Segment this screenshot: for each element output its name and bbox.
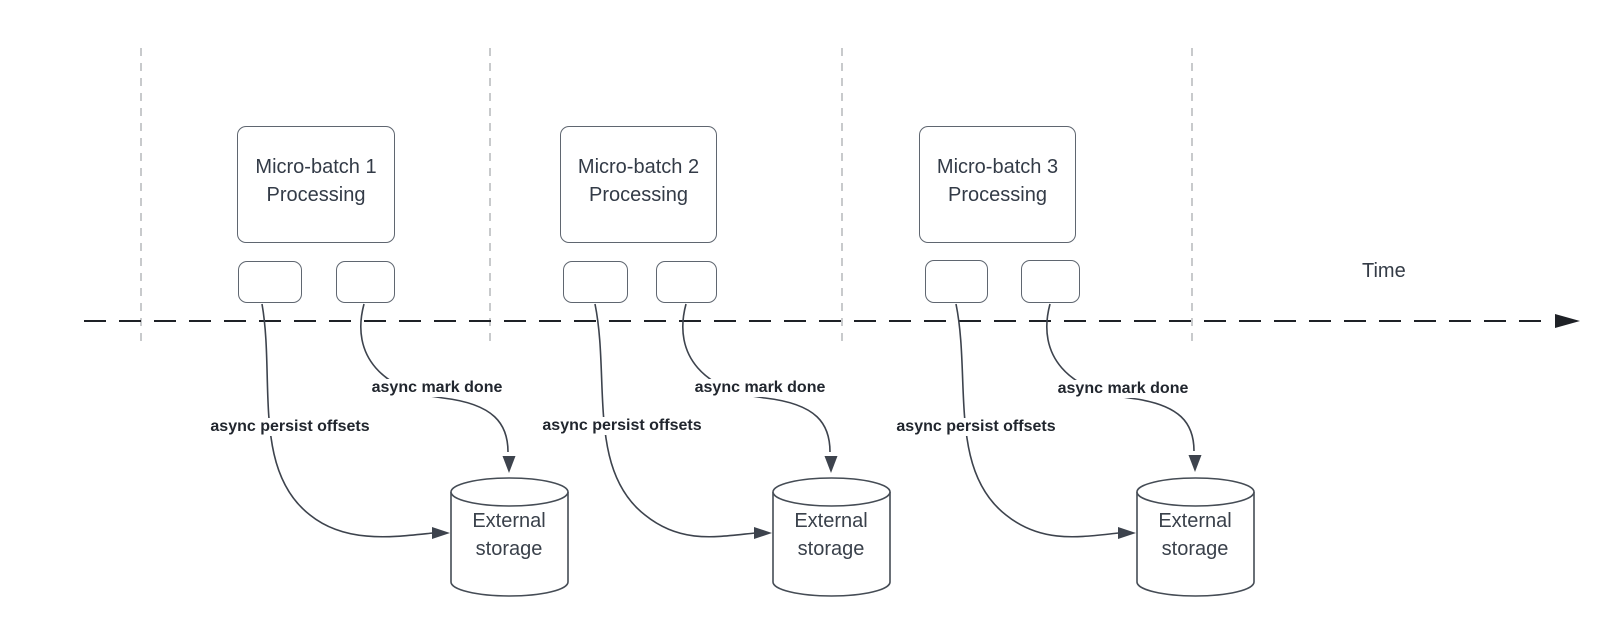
mark-done-arrow-1 [360, 303, 509, 453]
mark-done-task-box-3 [1021, 260, 1080, 303]
cylinder-top-shape [772, 477, 891, 507]
external-storage-label-3: External storage [1158, 510, 1232, 560]
mark-done-task-box-1 [336, 261, 395, 303]
persist-offsets-arrow-1 [261, 303, 434, 538]
persist-task-box-2 [563, 261, 628, 303]
time-axis [84, 314, 1580, 328]
persist-offsets-label-2: async persist offsets [539, 417, 705, 435]
mark-done-arrowhead-icon-1 [502, 456, 516, 473]
cylinder-body-shape [772, 492, 891, 597]
mark-done-label-1: async mark done [368, 379, 506, 397]
storage-cylinder-1 [450, 477, 569, 597]
mark-done-arrowhead-icon-3 [1188, 455, 1202, 472]
persist-offsets-arrow-2 [594, 303, 756, 538]
interval-guide-lines [140, 48, 1193, 345]
persist-offsets-arrowhead-icon-2 [754, 527, 772, 539]
mark-done-arrow-2 [682, 303, 831, 453]
persist-task-box-3 [925, 260, 988, 303]
cylinder-top-shape [450, 477, 569, 507]
time-axis-label: Time [1362, 260, 1406, 282]
persist-offsets-label-3: async persist offsets [893, 418, 1059, 436]
microbatch-1-processing-box: Micro-batch 1 Processing [237, 126, 395, 243]
cylinder-top-shape [1136, 477, 1255, 507]
time-axis-arrowhead-icon [1555, 314, 1580, 328]
external-storage-label-1: External storage [472, 510, 546, 560]
mark-done-label-3: async mark done [1054, 380, 1192, 398]
mark-done-label-2: async mark done [691, 379, 829, 397]
storage-cylinder-2 [772, 477, 891, 597]
persist-offsets-arrowhead-icon-1 [432, 527, 450, 539]
cylinder-body-shape [450, 492, 569, 597]
persist-offsets-label-1: async persist offsets [207, 418, 373, 436]
persist-task-box-1 [238, 261, 302, 303]
microbatch-2-processing-box: Micro-batch 2 Processing [560, 126, 717, 243]
mark-done-arrow-3 [1046, 303, 1195, 452]
external-storage-label-2: External storage [794, 510, 868, 560]
cylinder-body-shape [1136, 492, 1255, 597]
mark-done-arrowhead-icon-2 [824, 456, 838, 473]
mark-done-task-box-2 [656, 261, 717, 303]
persist-offsets-arrowhead-icon-3 [1118, 527, 1136, 539]
microbatch-3-processing-box: Micro-batch 3 Processing [919, 126, 1076, 243]
storage-cylinder-3 [1136, 477, 1255, 597]
persist-offsets-arrow-3 [955, 303, 1120, 538]
